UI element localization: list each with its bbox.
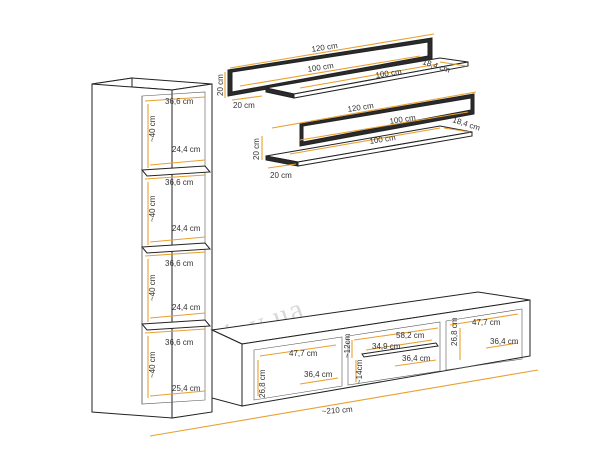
compartment-width-label: 36,6 cm xyxy=(165,259,194,268)
shelf-length-label: 120 cm xyxy=(347,101,375,114)
shelf-board-front xyxy=(297,131,473,167)
dim-line xyxy=(149,390,206,397)
compartment-depth-label: 24,4 cm xyxy=(172,145,201,154)
tv-left-height-label: 26,8 cm xyxy=(258,369,267,398)
tv-compartment-middle xyxy=(347,321,441,386)
compartment-3-dimensions: 36,6 cm ~40 cm 24,4 cm xyxy=(144,251,206,322)
compartment-height-label: ~40 cm xyxy=(148,115,157,142)
dim-line xyxy=(267,163,297,169)
tv-compartment-right xyxy=(445,308,523,371)
shelf-inner-length-label: 100 cm xyxy=(389,113,417,126)
tv-middle-upper-height-label: ~12cm xyxy=(343,333,352,358)
tv-total-width-label: ~210 cm xyxy=(322,405,354,416)
shelf-back-length-label: 100 cm xyxy=(375,67,403,80)
dim-line xyxy=(239,55,421,87)
bookcase-front-panel xyxy=(91,83,173,419)
tv-middle-depth-label: 36,4 cm xyxy=(402,354,431,363)
dim-line xyxy=(299,111,469,141)
compartment-height-label: ~40 cm xyxy=(148,195,157,222)
shelf-board-front xyxy=(293,61,469,99)
tv-compartment-left xyxy=(253,336,343,401)
compartment-1-dimensions: 36,6 cm ~40 cm 24,4 cm xyxy=(144,96,206,168)
dim-line xyxy=(299,377,339,385)
dim-line xyxy=(353,327,439,341)
compartment-height-label: ~40 cm xyxy=(148,351,157,378)
dim-line xyxy=(149,312,206,319)
dim-line xyxy=(443,127,471,133)
wall-shelf-top: 120 cm 100 cm 100 cm 18,4 cm 20 cm 20 cm xyxy=(216,33,469,110)
dim-line xyxy=(271,91,477,129)
shelf-back-panel-face xyxy=(302,97,472,143)
tv-right-height-label: 26,8 cm xyxy=(450,317,459,346)
compartment-height-label: ~40 cm xyxy=(148,274,157,301)
dim-line xyxy=(394,359,437,367)
bookcase-shelf-3 xyxy=(140,319,212,331)
tv-middle-inner-width-label: 34,9 cm xyxy=(372,342,401,351)
shelf-height-label: 20 cm xyxy=(216,74,225,96)
tv-right-width-label: 47,7 cm xyxy=(472,318,501,327)
wall-shelf-bottom: 120 cm 100 cm 100 cm 18,4 cm 20 cm 20 cm xyxy=(252,91,482,180)
dim-line xyxy=(439,61,467,67)
dim-line xyxy=(144,96,206,102)
tv-left-depth-label: 36,4 cm xyxy=(304,370,333,379)
dim-line xyxy=(144,174,206,180)
tv-middle-width-label: 58,2 cm xyxy=(396,331,425,340)
bookcase: 36,6 cm ~40 cm 24,4 cm 36,6 cm ~40 cm 24… xyxy=(91,77,213,419)
tv-stand: ~210 cm 47,7 cm 36,4 cm 26,8 cm 58,2 cm … xyxy=(149,291,539,437)
compartment-4-dimensions: 36,6 cm ~40 cm 25,4 cm xyxy=(144,328,206,398)
bookcase-shelf-1 xyxy=(140,165,212,177)
tv-left-width-label: 47,7 cm xyxy=(289,349,318,358)
tv-stand-side xyxy=(211,329,243,407)
shelf-height-label: 20 cm xyxy=(252,138,261,160)
compartment-depth-label: 24,4 cm xyxy=(172,224,201,233)
dim-line xyxy=(144,328,206,334)
tv-right-depth-label: 36,4 cm xyxy=(490,337,519,346)
compartment-depth-label: 25,4 cm xyxy=(172,384,201,393)
compartment-width-label: 36,6 cm xyxy=(165,178,194,187)
dim-line xyxy=(144,251,206,257)
compartment-depth-label: 24,4 cm xyxy=(172,303,201,312)
dim-line xyxy=(229,33,435,69)
dim-line xyxy=(289,127,441,155)
dim-line xyxy=(259,344,337,357)
dim-line xyxy=(365,339,433,351)
dim-line xyxy=(231,95,263,101)
dim-line xyxy=(299,63,439,89)
shelf-inner-length-label: 100 cm xyxy=(307,61,335,74)
dim-line xyxy=(149,369,539,437)
compartment-width-label: 36,6 cm xyxy=(165,97,194,106)
compartment-2-dimensions: 36,6 cm ~40 cm 24,4 cm xyxy=(144,174,206,245)
bookcase-shelf-2 xyxy=(140,242,212,254)
shelf-length-label: 120 cm xyxy=(311,41,339,54)
dim-line xyxy=(485,342,519,349)
shelf-thickness-label: 20 cm xyxy=(270,171,292,180)
shelf-back-length-label: 100 cm xyxy=(369,133,397,146)
dim-line xyxy=(149,236,206,243)
dim-line xyxy=(149,159,206,166)
compartment-width-label: 36,6 cm xyxy=(165,338,194,347)
dim-line xyxy=(449,313,519,326)
shelf-thickness-label: 20 cm xyxy=(233,101,255,110)
tv-middle-shelf xyxy=(361,342,439,358)
tv-middle-lower-height-label: ~14cm xyxy=(355,359,364,384)
